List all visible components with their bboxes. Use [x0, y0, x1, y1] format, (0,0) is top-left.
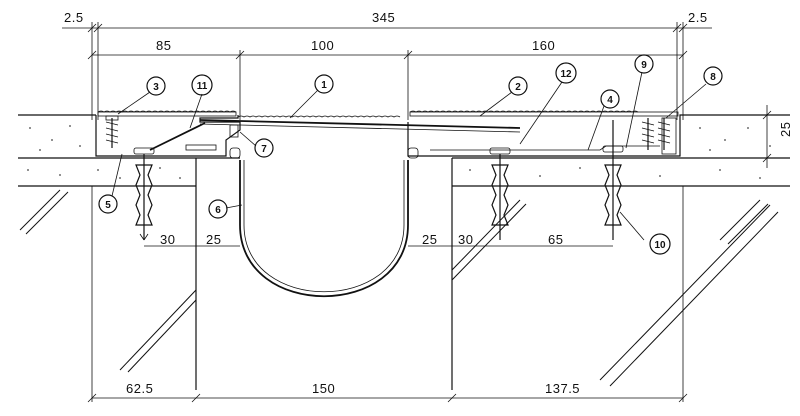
svg-text:2: 2 — [515, 82, 521, 93]
dim-top-total: 345 — [372, 10, 395, 25]
dim-height: 25 — [778, 122, 793, 137]
callout-9: 9 — [634, 54, 654, 74]
svg-text:12: 12 — [560, 69, 572, 80]
rubber-gasket — [229, 124, 419, 297]
left-screw — [105, 115, 119, 148]
right-anchor-1 — [489, 147, 511, 240]
svg-text:4: 4 — [607, 95, 613, 106]
svg-text:10: 10 — [654, 240, 666, 251]
dim-anchor-left-b: 25 — [206, 232, 221, 247]
right-screws — [641, 118, 671, 150]
dim-anchor-right-a: 25 — [422, 232, 437, 247]
right-frame-profile — [407, 110, 683, 157]
left-anchor — [133, 147, 155, 241]
left-frame-profile — [95, 110, 241, 157]
callout-5: 5 — [98, 194, 118, 214]
callouts: 1 2 3 4 5 6 7 8 — [98, 54, 723, 255]
dim-anchor-right-c: 65 — [548, 232, 563, 247]
callout-2: 2 — [508, 76, 528, 96]
dim-top-right-offset: 2.5 — [688, 10, 708, 25]
callout-7: 7 — [254, 138, 274, 158]
callout-1: 1 — [314, 74, 334, 94]
svg-text:11: 11 — [197, 81, 208, 92]
callout-3: 3 — [146, 76, 166, 96]
callout-12: 12 — [555, 62, 577, 84]
anchor-dimensions: 30 25 25 30 65 — [144, 232, 613, 247]
callout-6: 6 — [208, 199, 228, 219]
callout-10: 10 — [649, 233, 671, 255]
callout-11: 11 — [191, 74, 213, 96]
callout-4: 4 — [600, 89, 620, 109]
bottom-dimensions: 62.5 150 137.5 — [87, 186, 688, 403]
dim-bottom-mid: 150 — [312, 381, 335, 396]
svg-text:1: 1 — [321, 80, 327, 91]
callout-8: 8 — [703, 66, 723, 86]
svg-text:6: 6 — [215, 205, 221, 216]
svg-text:5: 5 — [105, 200, 111, 211]
dim-seg-mid: 100 — [311, 38, 334, 53]
left-slab — [18, 114, 240, 390]
svg-text:9: 9 — [641, 60, 647, 71]
dim-anchor-left-a: 30 — [160, 232, 175, 247]
dim-bottom-right: 137.5 — [545, 381, 580, 396]
dim-bottom-left: 62.5 — [126, 381, 153, 396]
dim-seg-left: 85 — [156, 38, 171, 53]
right-anchor-2 — [602, 120, 624, 240]
top-dimensions: 2.5 345 2.5 85 100 160 — [62, 10, 712, 120]
dim-seg-right: 160 — [532, 38, 555, 53]
dim-top-left-offset: 2.5 — [64, 10, 84, 25]
svg-text:3: 3 — [153, 82, 159, 93]
svg-text:7: 7 — [261, 144, 267, 155]
dim-anchor-right-b: 30 — [458, 232, 473, 247]
center-cover-plate — [199, 115, 521, 133]
svg-text:8: 8 — [710, 72, 716, 83]
